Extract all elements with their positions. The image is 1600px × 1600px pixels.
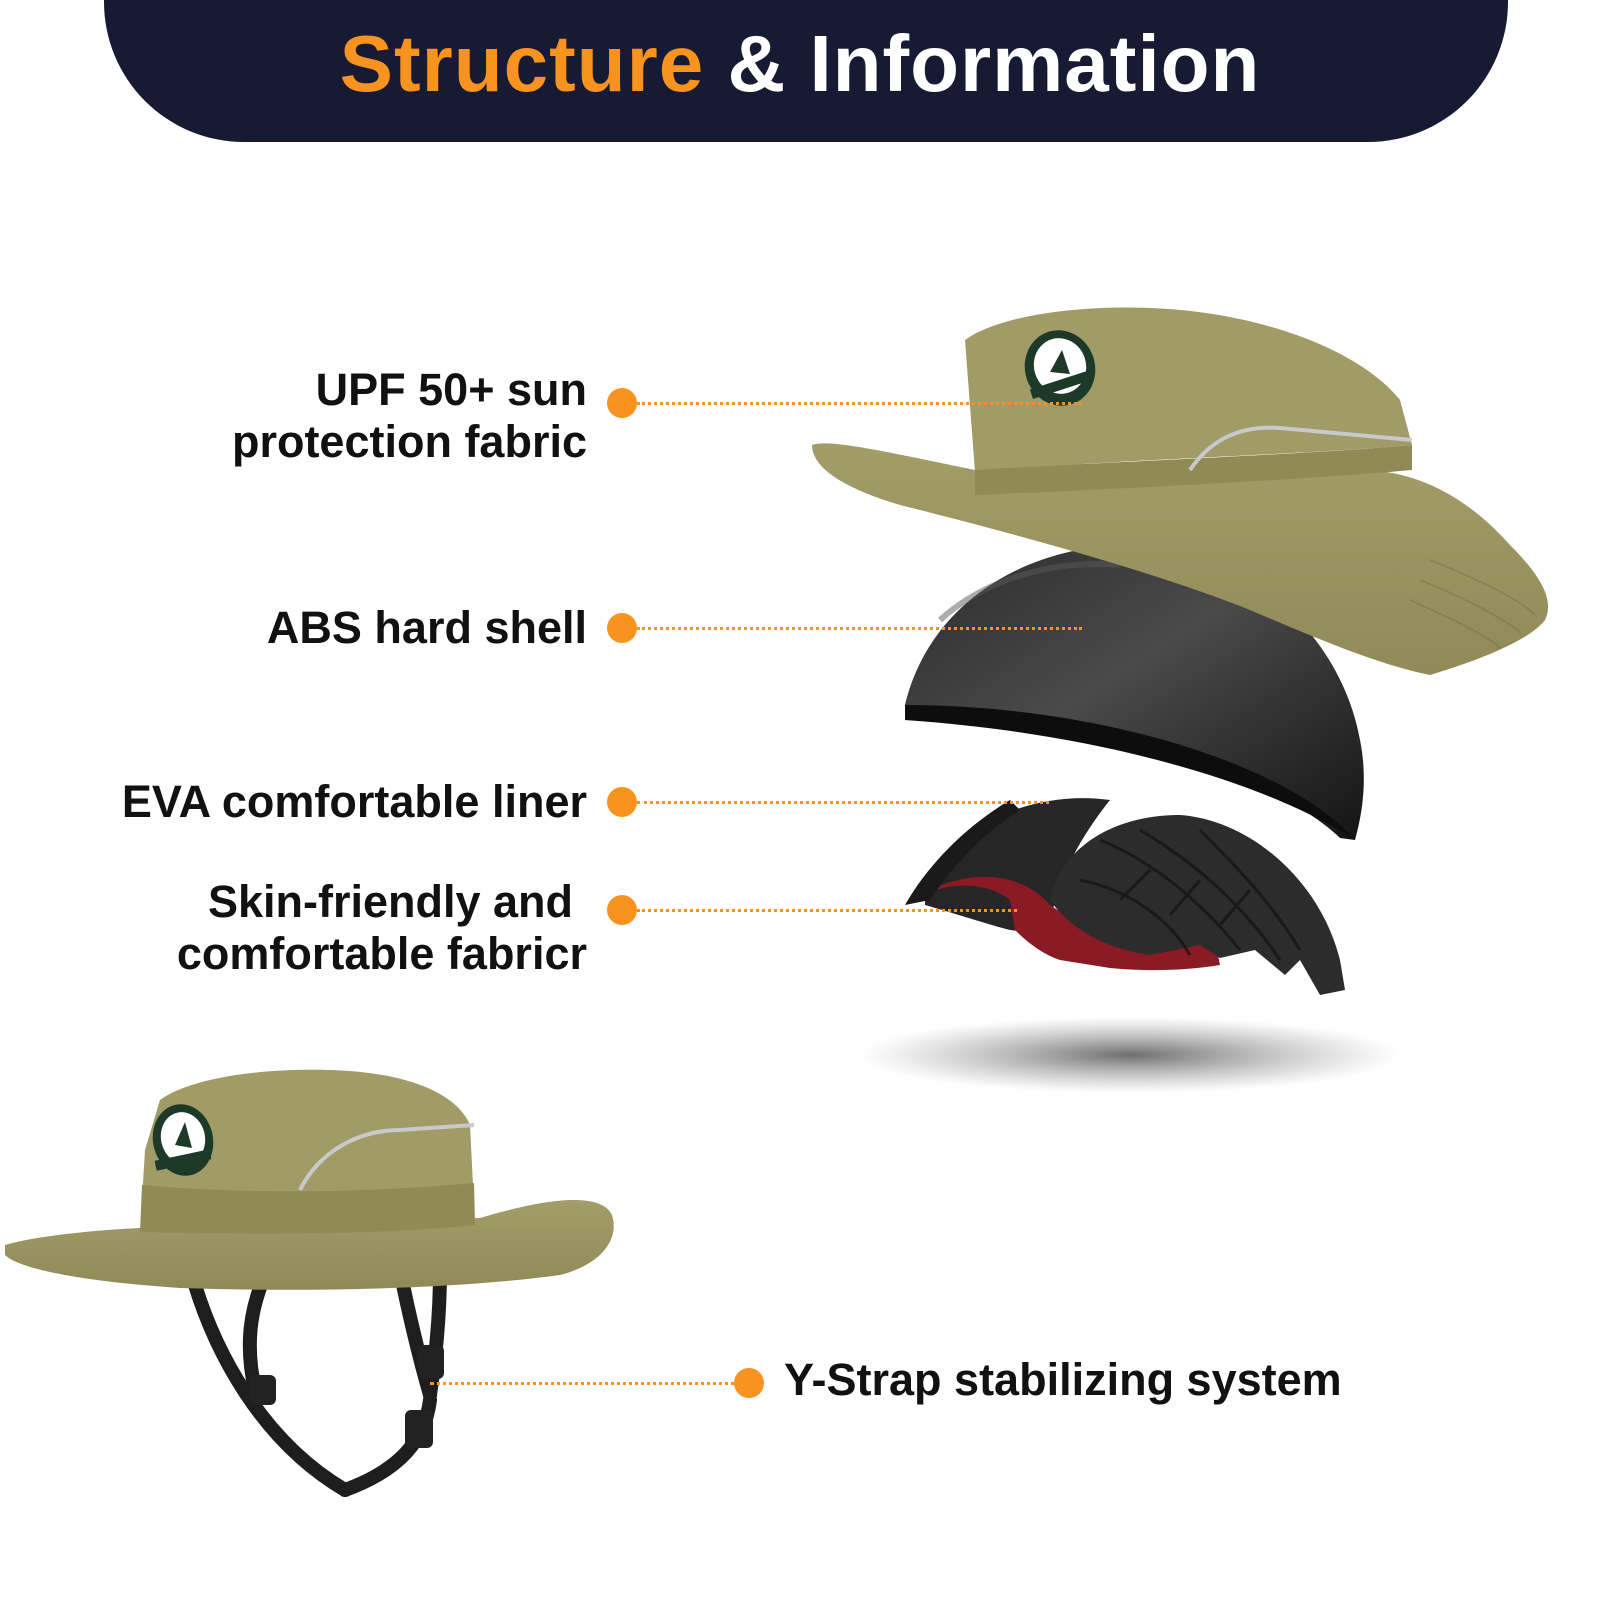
callout-dot-ystrap bbox=[734, 1368, 764, 1398]
feature-upf-line2: protection fabric bbox=[231, 416, 587, 467]
feature-fabric-line2: comfortable fabricr bbox=[176, 928, 587, 979]
strap-buckle bbox=[250, 1345, 444, 1448]
feature-fabric-line1: Skin-friendly and bbox=[207, 876, 573, 927]
title-rest: & Information bbox=[727, 19, 1261, 108]
callout-dot-upf bbox=[607, 388, 637, 418]
feature-label-abs: ABS hard shell bbox=[60, 602, 587, 654]
upf-fabric-hat bbox=[812, 307, 1549, 675]
leader-line-ystrap bbox=[430, 1382, 748, 1385]
feature-eva-line1: EVA comfortable liner bbox=[121, 776, 587, 827]
eva-liner bbox=[905, 798, 1345, 995]
feature-label-fabric: Skin-friendly and comfortable fabricr bbox=[60, 876, 587, 980]
feature-upf-line1: UPF 50+ sun bbox=[315, 364, 587, 415]
leader-line-fabric bbox=[637, 909, 1017, 912]
brand-patch bbox=[1024, 330, 1096, 406]
abs-shell bbox=[905, 545, 1364, 840]
feature-abs-line1: ABS hard shell bbox=[266, 602, 587, 653]
feature-ystrap-line1: Y-Strap stabilizing system bbox=[784, 1354, 1342, 1405]
leader-line-eva bbox=[637, 801, 1049, 804]
callout-dot-eva bbox=[607, 787, 637, 817]
header-banner bbox=[104, 0, 1508, 142]
title-accent: Structure bbox=[339, 19, 705, 108]
leader-line-abs bbox=[637, 627, 1082, 630]
feature-label-ystrap: Y-Strap stabilizing system bbox=[784, 1354, 1574, 1406]
feature-label-upf: UPF 50+ sun protection fabric bbox=[60, 364, 587, 468]
page-title: Structure & Information bbox=[0, 18, 1600, 110]
leader-line-upf bbox=[637, 402, 1082, 405]
feature-label-eva: EVA comfortable liner bbox=[10, 776, 587, 828]
callout-dot-abs bbox=[607, 613, 637, 643]
floor-shadow bbox=[860, 1017, 1400, 1093]
brand-patch-small bbox=[152, 1104, 214, 1176]
callout-dot-fabric bbox=[607, 895, 637, 925]
y-strap bbox=[188, 1263, 447, 1497]
assembled-hat bbox=[5, 1069, 614, 1497]
